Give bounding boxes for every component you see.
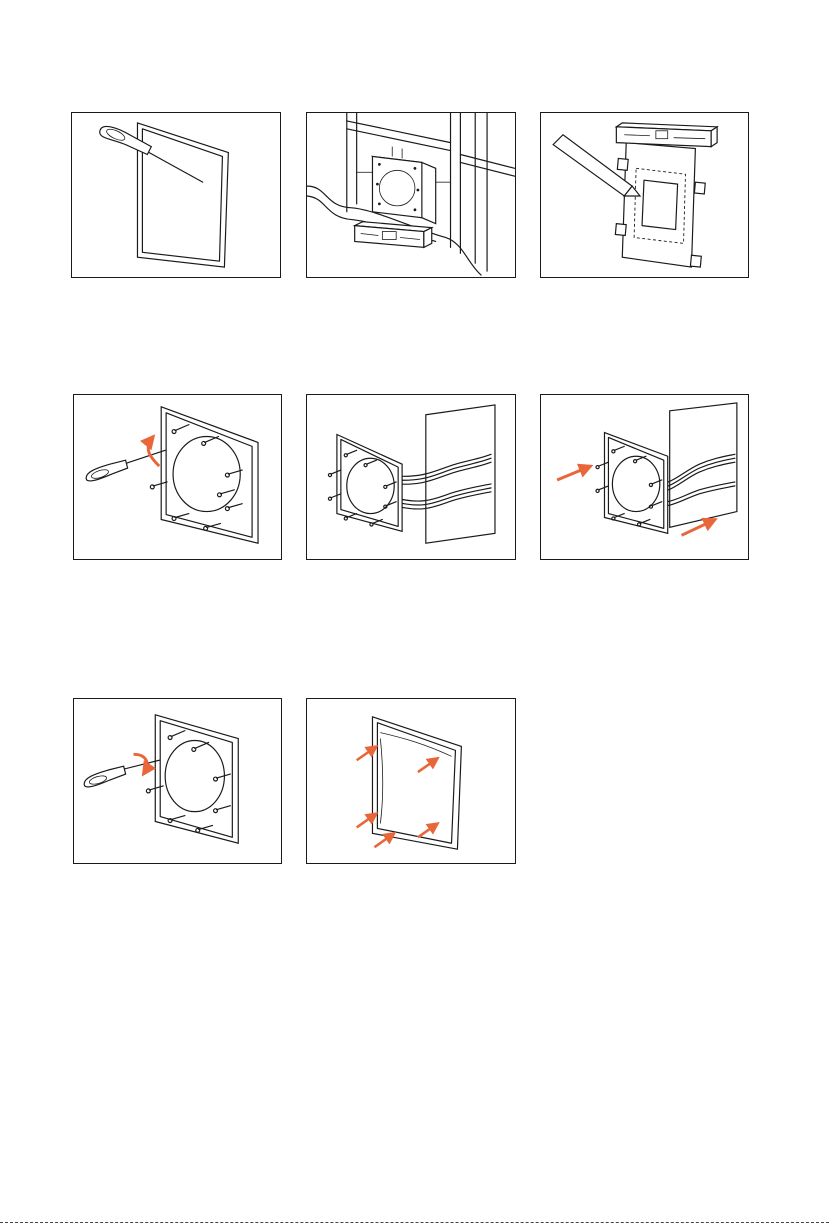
step-1-illustration <box>72 113 280 277</box>
loosen-arrow-icon <box>148 436 159 466</box>
step-6-panel <box>540 394 749 560</box>
step-7-panel <box>73 698 282 864</box>
screwdriver-icon <box>86 450 165 481</box>
speaker-frame-icon <box>596 433 668 534</box>
step-2-illustration <box>307 113 515 277</box>
step-4-illustration <box>74 395 281 559</box>
step-1-panel <box>71 112 281 278</box>
step-5-panel <box>306 394 516 560</box>
speaker-frame-icon <box>328 435 402 532</box>
wall-opening-icon <box>426 405 495 543</box>
level-icon <box>355 222 432 248</box>
step-3-panel <box>540 112 749 278</box>
speaker-frame-icon <box>146 715 238 843</box>
template-icon <box>615 143 705 267</box>
page-bottom-rule <box>0 1222 829 1223</box>
step-7-illustration <box>74 699 281 863</box>
grille-icon <box>372 717 461 849</box>
step-6-illustration <box>541 395 748 559</box>
step-2-panel <box>306 112 516 278</box>
step-8-panel <box>306 698 516 864</box>
step-8-illustration <box>307 699 515 863</box>
step-3-illustration <box>541 113 748 277</box>
ceiling-tile-icon <box>137 123 228 267</box>
step-5-illustration <box>307 395 515 559</box>
insert-arrow-icon <box>557 466 591 480</box>
step-4-panel <box>73 394 282 560</box>
speaker-frame-icon <box>150 407 258 543</box>
level-icon <box>616 123 717 147</box>
